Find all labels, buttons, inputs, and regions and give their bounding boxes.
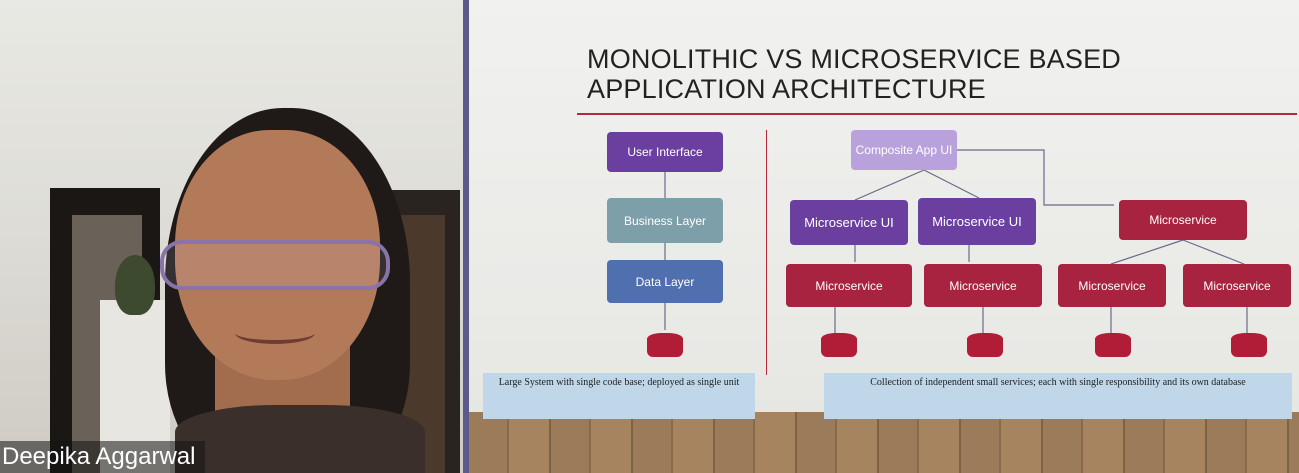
participant-name-label: Deepika Aggarwal (0, 441, 206, 473)
slide-title-line2: APPLICATION ARCHITECTURE (587, 74, 986, 104)
participant-glasses (160, 240, 390, 290)
slide-title: MONOLITHIC VS MICROSERVICE BASED APPLICA… (587, 44, 1267, 104)
participant-video-tile[interactable]: Deepika Aggarwal (0, 0, 463, 473)
microservice-database-icon-2 (967, 333, 1003, 357)
slide-floor-background (469, 412, 1299, 473)
shared-screen-slide: MONOLITHIC VS MICROSERVICE BASED APPLICA… (469, 0, 1299, 473)
microservice-ui-left-box: Microservice UI (790, 200, 908, 245)
title-underline (577, 113, 1297, 115)
microservice-box-2: Microservice (924, 264, 1042, 307)
column-separator (766, 130, 767, 375)
participant-smile (235, 322, 315, 344)
microservice-database-icon-4 (1231, 333, 1267, 357)
microservice-box-4: Microservice (1183, 264, 1291, 307)
microservice-box-3: Microservice (1058, 264, 1166, 307)
microservice-database-icon-3 (1095, 333, 1131, 357)
monolith-user-interface-box: User Interface (607, 132, 723, 172)
monolith-data-layer-box: Data Layer (607, 260, 723, 303)
background-plant (115, 255, 155, 315)
participant-clothing (175, 405, 425, 473)
composite-app-ui-box: Composite App UI (851, 130, 957, 170)
diagram-connectors (664, 149, 1248, 333)
monolith-business-layer-box: Business Layer (607, 198, 723, 243)
slide-title-line1: MONOLITHIC VS MICROSERVICE BASED (587, 44, 1121, 74)
microservice-box-1: Microservice (786, 264, 912, 307)
monolith-database-icon (647, 333, 683, 357)
monolith-description: Large System with single code base; depl… (483, 373, 755, 419)
tile-divider (463, 0, 469, 473)
microservice-database-icon-1 (821, 333, 857, 357)
microservice-top-right-box: Microservice (1119, 200, 1247, 240)
microservice-ui-right-box: Microservice UI (918, 198, 1036, 245)
microservice-description: Collection of independent small services… (824, 373, 1292, 419)
